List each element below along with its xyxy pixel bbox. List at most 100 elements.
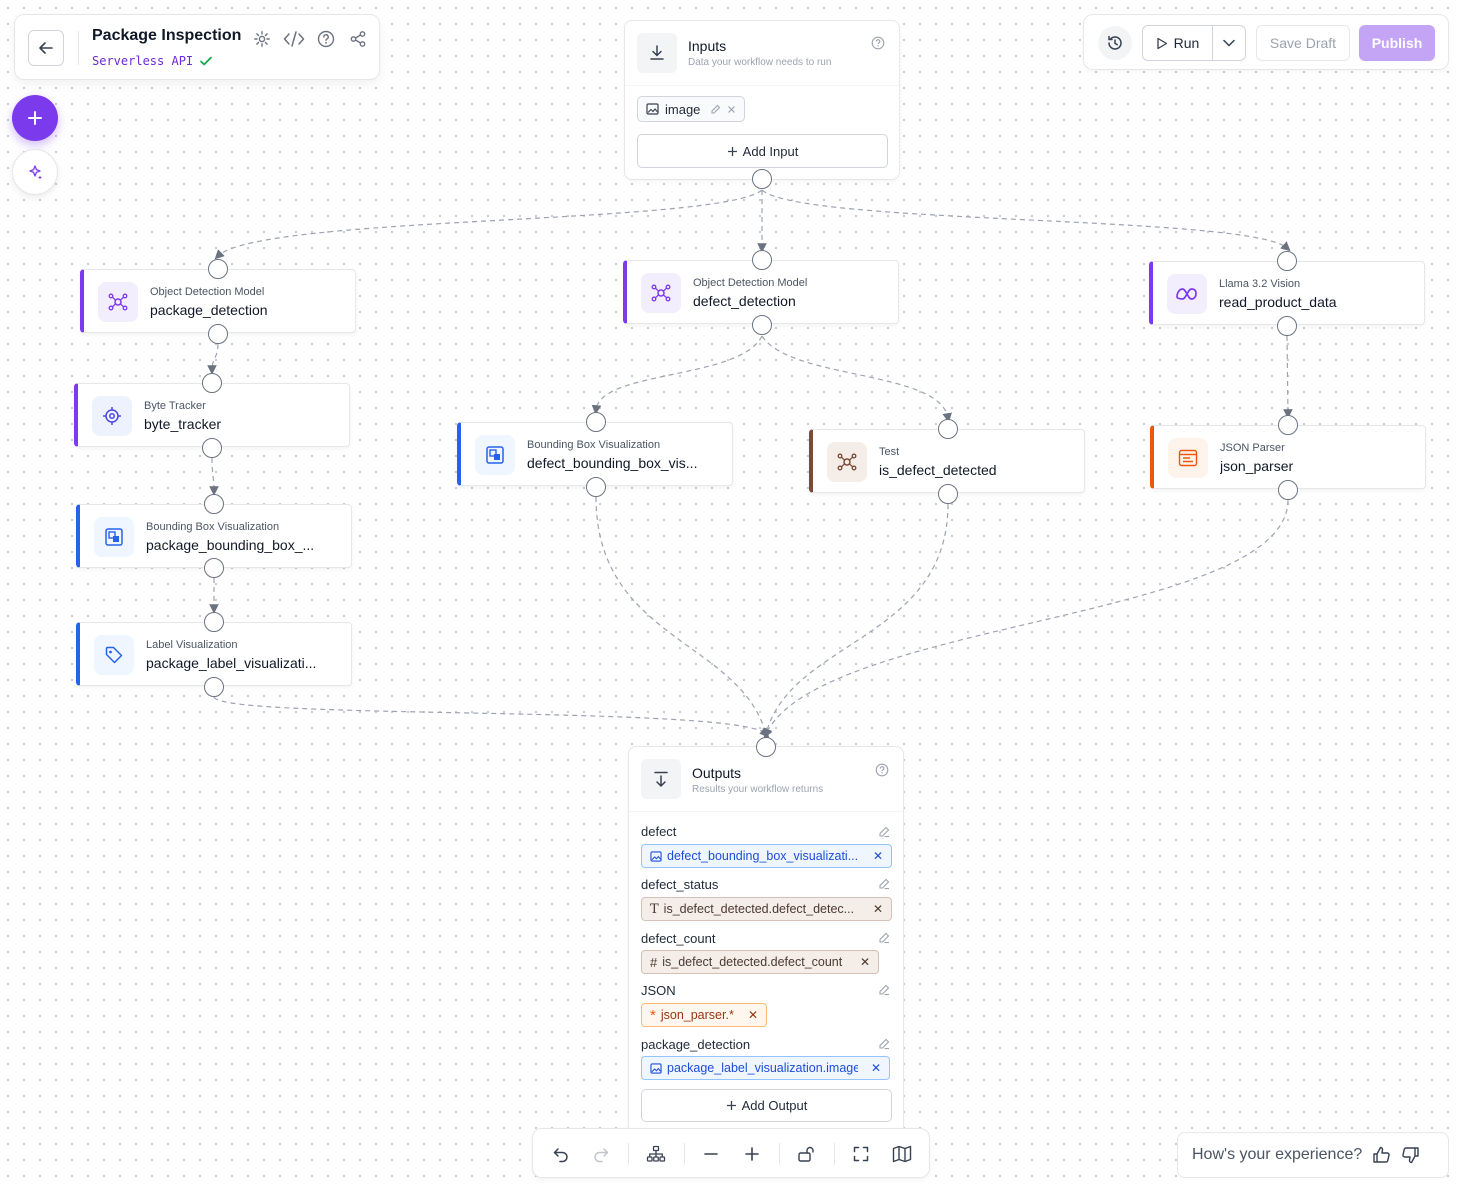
add-block-button[interactable] [12, 95, 58, 141]
node-package-bounding-box[interactable]: Bounding Box Visualization package_bound… [76, 504, 352, 568]
node-package-detection[interactable]: Object Detection Model package_detection [80, 269, 356, 333]
edit-icon[interactable] [878, 932, 890, 944]
node-is-defect-detected[interactable]: Test is_defect_detected [809, 429, 1085, 493]
output-port[interactable] [1278, 480, 1298, 500]
edit-icon[interactable] [710, 104, 721, 115]
input-port[interactable] [204, 494, 224, 514]
export-icon [641, 759, 681, 799]
run-button-group: Run [1142, 25, 1246, 61]
output-port[interactable] [208, 324, 228, 344]
output-port[interactable] [204, 558, 224, 578]
add-input-button[interactable]: Add Input [637, 134, 888, 168]
bounding-box-icon [94, 517, 134, 557]
input-port[interactable] [1277, 251, 1297, 271]
input-port[interactable] [208, 259, 228, 279]
code-icon[interactable] [283, 28, 305, 50]
auto-layout-icon[interactable] [644, 1142, 668, 1166]
canvas-controls [532, 1128, 930, 1178]
output-chip[interactable]: defect_bounding_box_visualizati... ✕ [641, 844, 892, 868]
input-chip-image[interactable]: image [637, 96, 746, 122]
fit-view-icon[interactable] [849, 1142, 873, 1166]
input-port[interactable] [204, 612, 224, 632]
node-package-label-visualization[interactable]: Label Visualization package_label_visual… [76, 622, 352, 686]
output-label: defect_status [641, 877, 719, 892]
output-port[interactable] [202, 438, 222, 458]
input-port[interactable] [1278, 415, 1298, 435]
help-icon[interactable] [315, 28, 337, 50]
node-type: Byte Tracker [144, 400, 206, 412]
unlock-icon[interactable] [794, 1142, 818, 1166]
close-icon[interactable]: ✕ [859, 955, 870, 969]
close-icon[interactable]: ✕ [870, 1061, 881, 1075]
input-port[interactable] [938, 419, 958, 439]
node-name: package_detection [150, 302, 268, 318]
publish-button[interactable]: Publish [1359, 25, 1435, 61]
help-icon[interactable] [875, 763, 889, 777]
output-value: json_parser.* [660, 1008, 734, 1022]
node-type: Bounding Box Visualization [527, 439, 661, 451]
add-output-button[interactable]: Add Output [641, 1089, 892, 1122]
test-icon [827, 442, 867, 482]
redo-icon[interactable] [589, 1142, 613, 1166]
output-port[interactable] [204, 677, 224, 697]
inputs-node[interactable]: Inputs Data your workflow needs to run i… [624, 20, 900, 180]
close-icon[interactable] [727, 105, 736, 114]
edit-icon[interactable] [878, 826, 890, 838]
target-icon [92, 396, 132, 436]
output-port[interactable] [938, 484, 958, 504]
outputs-title: Outputs [692, 765, 742, 781]
output-value: is_defect_detected.defect_count [662, 955, 843, 969]
tag-icon [94, 635, 134, 675]
save-draft-button[interactable]: Save Draft [1256, 25, 1350, 61]
sparkle-icon [29, 165, 42, 180]
thumbs-down-icon[interactable] [1401, 1146, 1420, 1164]
share-icon[interactable] [347, 28, 369, 50]
zoom-in-icon[interactable] [740, 1142, 764, 1166]
output-port[interactable] [1277, 316, 1297, 336]
model-icon [98, 282, 138, 322]
output-port[interactable] [752, 169, 772, 189]
play-icon [1157, 37, 1167, 49]
input-port[interactable] [586, 412, 606, 432]
deployment-label: Serverless API [92, 54, 194, 68]
output-chip[interactable]: package_label_visualization.image ✕ [641, 1056, 890, 1080]
minimap-icon[interactable] [890, 1142, 914, 1166]
output-chip[interactable]: * json_parser.* ✕ [641, 1003, 767, 1027]
ai-assistant-button[interactable] [12, 149, 58, 195]
zoom-out-icon[interactable] [699, 1142, 723, 1166]
close-icon[interactable]: ✕ [872, 902, 883, 916]
history-icon [1108, 35, 1122, 50]
inputs-title: Inputs [688, 38, 727, 54]
edit-icon[interactable] [878, 984, 890, 996]
add-output-label: Add Output [741, 1098, 808, 1113]
output-port[interactable] [752, 315, 772, 335]
node-name: json_parser [1220, 458, 1294, 474]
output-label: package_detection [641, 1037, 751, 1052]
back-button[interactable] [28, 30, 64, 66]
input-port[interactable] [752, 250, 772, 270]
input-name: image [665, 101, 701, 117]
thumbs-up-icon[interactable] [1372, 1146, 1391, 1164]
output-port[interactable] [586, 477, 606, 497]
help-icon[interactable] [871, 36, 885, 50]
close-icon[interactable]: ✕ [872, 849, 883, 863]
input-port[interactable] [202, 373, 222, 393]
edit-icon[interactable] [878, 1038, 890, 1050]
node-defect-detection[interactable]: Object Detection Model defect_detection [623, 260, 899, 324]
close-icon[interactable]: ✕ [747, 1008, 758, 1022]
node-defect-bounding-box[interactable]: Bounding Box Visualization defect_boundi… [457, 422, 733, 486]
node-read-product-data[interactable]: Llama 3.2 Vision read_product_data [1149, 261, 1425, 325]
node-type: Object Detection Model [150, 286, 265, 298]
undo-icon[interactable] [549, 1142, 573, 1166]
output-chip[interactable]: # is_defect_detected.defect_count ✕ [641, 950, 879, 974]
gear-icon[interactable] [251, 28, 273, 50]
edit-icon[interactable] [878, 878, 890, 890]
history-button[interactable] [1098, 26, 1132, 60]
output-chip[interactable]: T is_defect_detected.defect_detec... ✕ [641, 897, 892, 921]
output-value: defect_bounding_box_visualizati... [667, 849, 859, 863]
node-type: JSON Parser [1220, 442, 1285, 454]
run-button[interactable]: Run [1143, 26, 1213, 60]
input-port[interactable] [756, 737, 776, 757]
outputs-node[interactable]: Outputs Results your workflow returns de… [628, 746, 904, 1146]
run-options-dropdown[interactable] [1213, 26, 1245, 60]
